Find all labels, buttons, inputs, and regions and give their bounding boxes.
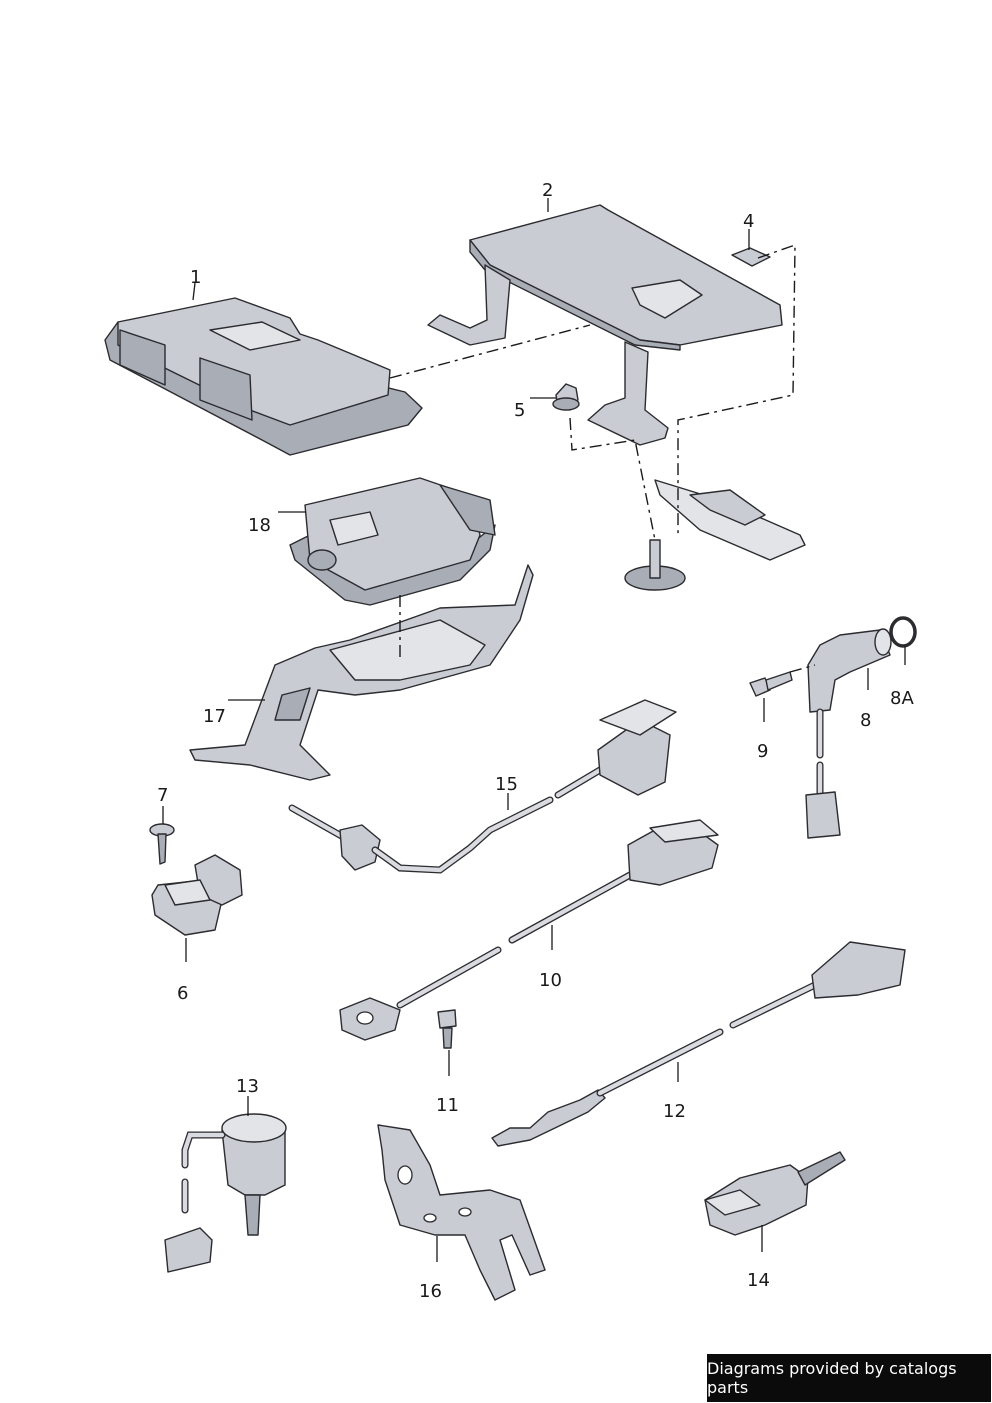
part-12-oxygen-sensor <box>491 941 906 1147</box>
callout-11: 11 <box>436 1095 459 1116</box>
callout-4: 4 <box>743 211 754 232</box>
part-1-control-unit <box>104 297 423 456</box>
callout-8A: 8A <box>890 688 914 709</box>
callout-12: 12 <box>663 1101 686 1122</box>
callout-2: 2 <box>542 180 553 201</box>
callout-7: 7 <box>157 785 168 806</box>
part-18-control-module <box>289 477 496 606</box>
part-2-mounting-tray <box>427 204 783 446</box>
assembly-lines <box>389 244 816 673</box>
part-7-screw <box>149 823 175 865</box>
part-10-knock-sensor <box>339 819 719 1041</box>
part-6-pressure-sensor <box>151 854 243 936</box>
callout-13: 13 <box>236 1076 259 1097</box>
part-15-temperature-sensor <box>288 699 677 874</box>
callout-16: 16 <box>419 1281 442 1302</box>
callout-10: 10 <box>539 970 562 991</box>
callout-9: 9 <box>757 741 768 762</box>
callout-15: 15 <box>495 774 518 795</box>
callout-6: 6 <box>177 983 188 1004</box>
part-13-valve <box>164 1113 287 1273</box>
callout-8: 8 <box>860 710 871 731</box>
part-9-bolt <box>749 671 793 697</box>
callout-14: 14 <box>747 1270 770 1291</box>
credit-text: Diagrams provided by catalogs parts <box>707 1359 957 1397</box>
callout-labels: 1 2 4 5 18 17 8A 8 9 15 7 6 10 11 12 13 … <box>157 180 914 1302</box>
callout-17: 17 <box>203 706 226 727</box>
callout-18: 18 <box>248 515 271 536</box>
part-8-speed-sensor <box>805 628 892 839</box>
credit-banner: Diagrams provided by catalogs parts <box>707 1354 991 1402</box>
part-14-switch <box>704 1151 846 1236</box>
part-11-bolt <box>437 1009 457 1049</box>
part-4-pad <box>731 247 771 267</box>
part-5-nut <box>552 383 580 411</box>
part-8A-o-ring <box>889 616 917 648</box>
part-16-bracket <box>377 1124 546 1301</box>
leader-lines <box>162 198 906 1262</box>
callout-1: 1 <box>190 267 201 288</box>
callout-5: 5 <box>514 400 525 421</box>
part-17-bracket <box>189 564 534 781</box>
body-panel-section <box>624 479 806 591</box>
